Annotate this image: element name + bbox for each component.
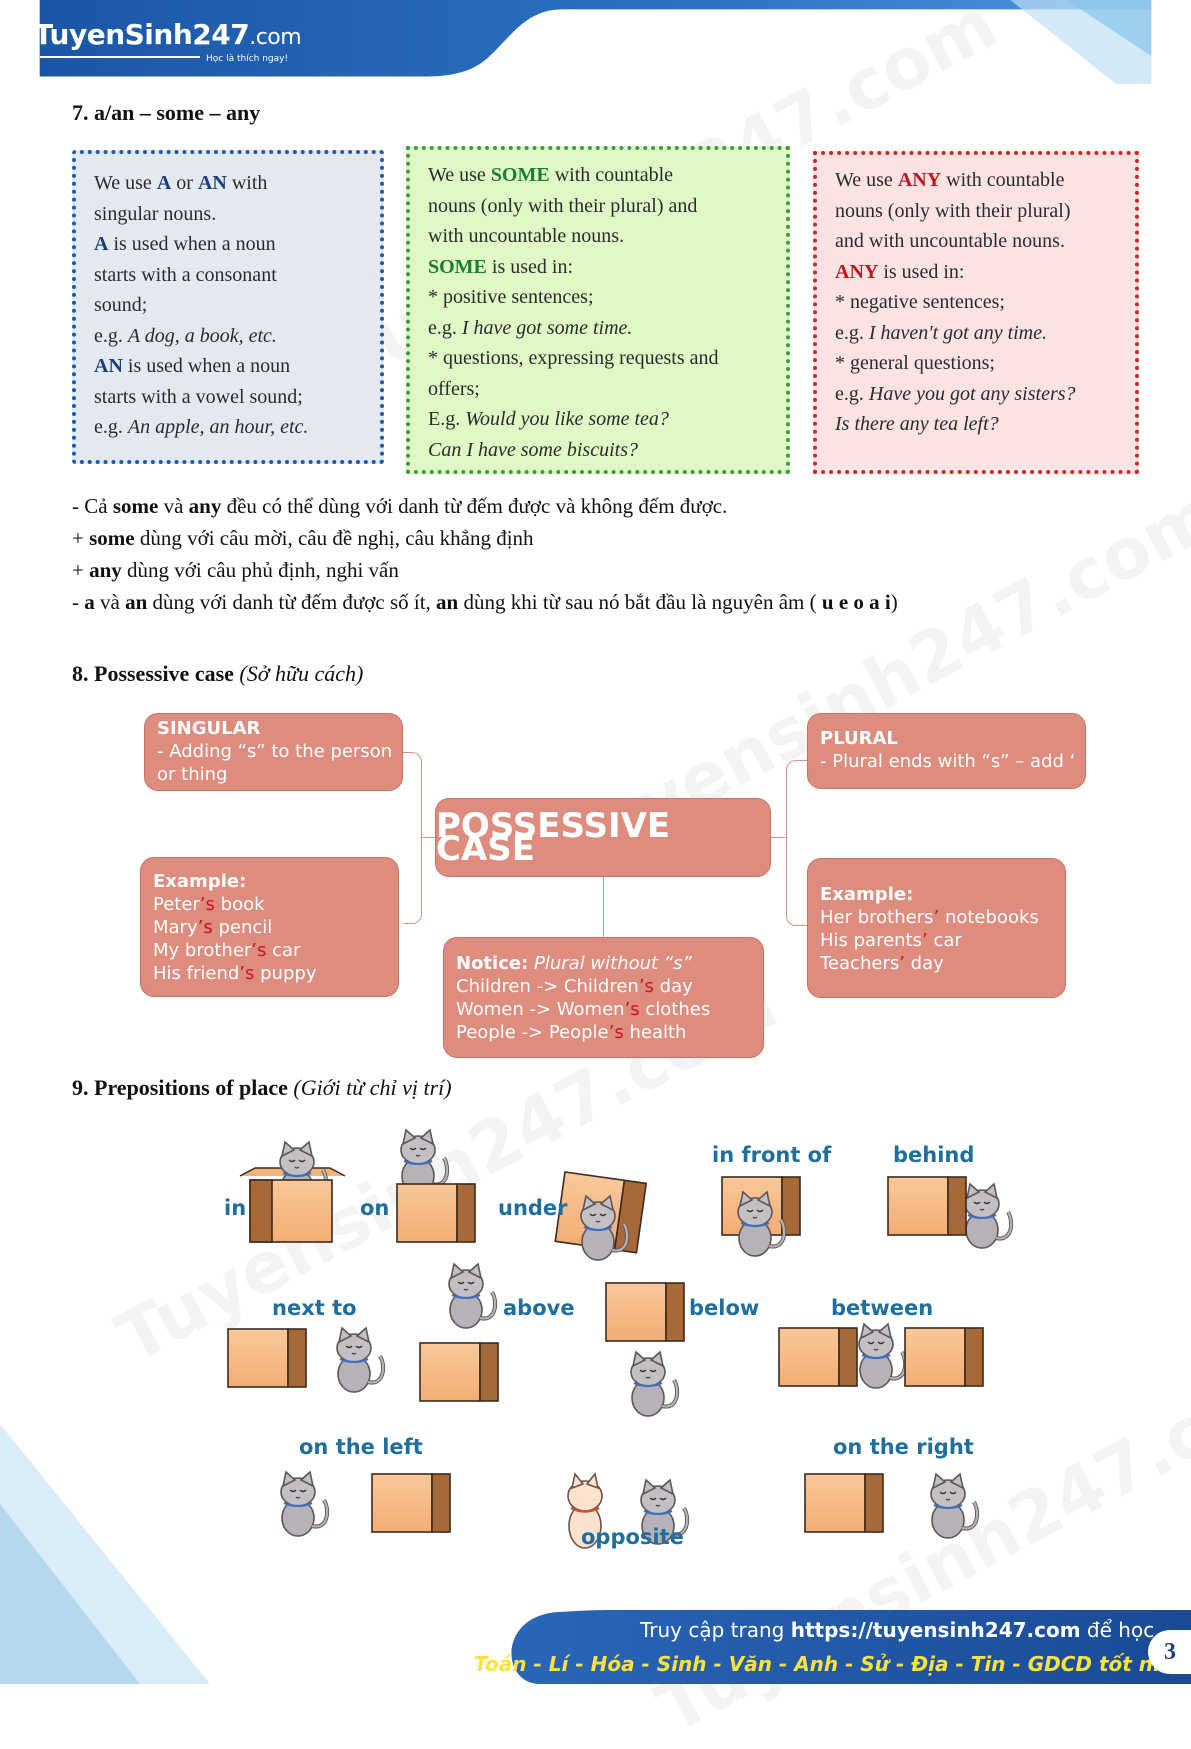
label-on-the-left: on the left: [299, 1435, 423, 1459]
text-line: offers;: [428, 377, 480, 400]
section-8-title: 8. Possessive case (Sở hữu cách): [72, 661, 364, 686]
footer-subjects-line: Toán - Lí - Hóa - Sinh - Văn - Anh - Sử …: [474, 1652, 1191, 1676]
text-line: + any dùng với câu phủ định, nghi vấn: [72, 558, 399, 582]
text-line: with uncountable nouns.: [428, 225, 625, 247]
label-on: on: [360, 1196, 390, 1220]
text-line: nouns (only with their plural) and: [428, 194, 698, 217]
text-line: A is used when a noun: [94, 233, 276, 255]
label-opposite: opposite: [581, 1525, 684, 1549]
text-line: SOME is used in:: [428, 255, 574, 278]
footer-banner: [0, 1424, 1191, 1684]
plural-heading: PLURAL: [820, 728, 898, 749]
notice-node: Notice: Plural without “s” Children -> C…: [443, 937, 764, 1058]
text-line: sound;: [94, 294, 148, 316]
text-line: Teachers’ day: [820, 953, 944, 974]
footer-url-link[interactable]: https://tuyensinh247.com: [790, 1618, 1081, 1642]
label-behind: behind: [893, 1143, 975, 1167]
text-line: e.g. I haven't got any time.: [835, 321, 1048, 344]
connector: [421, 837, 435, 838]
text-line: singular nouns.: [94, 202, 217, 225]
text-line: * negative sentences;: [835, 291, 1005, 313]
text-line: - a và an dùng với danh từ đếm được số í…: [72, 590, 898, 614]
some-rule-box: We use SOME with countable nouns (only wi…: [406, 146, 790, 474]
site-logo[interactable]: TuyenSinh247.com: [34, 18, 302, 51]
label-between: between: [831, 1296, 934, 1320]
plural-node: PLURAL - Plural ends with “s” – add ‘: [807, 713, 1086, 789]
text-line: + some dùng với câu mời, câu đề nghị, câ…: [72, 526, 534, 550]
text-line: E.g. Would you like some tea?: [428, 408, 669, 430]
section-9-title: 9. Prepositions of place (Giới từ chỉ vị…: [72, 1075, 452, 1100]
text-line: Mary’s pencil: [153, 917, 273, 938]
possessive-case-center-node: POSSESSIVE CASE: [435, 798, 771, 877]
text-line: nouns (only with their plural): [835, 199, 1071, 222]
text-line: His friend’s puppy: [153, 963, 317, 984]
text-line: We use ANY with countable: [835, 169, 1065, 191]
text-line: We use SOME with countable: [428, 164, 674, 186]
text-line: ANY is used in:: [835, 260, 965, 283]
label-next-to: next to: [272, 1296, 357, 1320]
text-line: Women -> Women’s clothes: [456, 999, 711, 1020]
text-line: e.g. I have got some time.: [428, 316, 633, 339]
connector: [603, 877, 604, 937]
label-below: below: [689, 1296, 760, 1320]
text-line: Can I have some biscuits?: [428, 438, 638, 461]
text-line: and with uncountable nouns.: [835, 230, 1065, 252]
a-an-rule-box: We use A or AN with singular nouns. A is u…: [72, 150, 384, 464]
text-line: People -> People’s health: [456, 1022, 687, 1043]
text-line: e.g. An apple, an hour, etc.: [94, 416, 309, 438]
page-number: 3: [1148, 1630, 1191, 1674]
text-line: e.g. A dog, a book, etc.: [94, 324, 277, 347]
singular-heading: SINGULAR: [157, 718, 261, 739]
text-line: Is there any tea left?: [835, 413, 999, 435]
connector: [786, 760, 807, 926]
text-line: * questions, expressing requests and: [428, 347, 719, 369]
logo-slogan: Học là thích ngay!: [206, 54, 289, 64]
label-in-front-of: in front of: [712, 1143, 832, 1167]
text-line: e.g. Have you got any sisters?: [835, 382, 1076, 405]
text-line: We use A or AN with: [94, 172, 268, 194]
any-rule-box: We use ANY with countable nouns (only wit…: [813, 151, 1139, 474]
text-line: starts with a consonant: [94, 263, 277, 286]
label-in: in: [224, 1196, 247, 1220]
label-under: under: [498, 1196, 568, 1220]
text-line: * general questions;: [835, 352, 995, 374]
text-line: AN is used when a noun: [94, 355, 291, 377]
text-line: - Cả some và any đều có thể dùng với dan…: [72, 494, 728, 518]
section-7-title: 7. a/an – some – any: [72, 100, 261, 125]
text-line: His parents’ car: [820, 930, 962, 951]
connector: [771, 837, 786, 838]
text-line: My brother’s car: [153, 940, 301, 961]
text-line: Children -> Children’s day: [456, 976, 693, 997]
footer-visit-line: Truy cập trang https://tuyensinh247.com …: [640, 1618, 1155, 1642]
logo-underline: [40, 56, 200, 58]
connector: [403, 752, 422, 924]
label-above: above: [503, 1296, 575, 1320]
usage-notes: - Cả some và any đều có thể dùng với dan…: [72, 490, 898, 618]
text-line: starts with a vowel sound;: [94, 385, 303, 408]
header-banner: [39, 0, 1152, 84]
text-line: Peter’s book: [153, 894, 265, 915]
label-on-the-right: on the right: [833, 1435, 974, 1459]
text-line: Her brothers’ notebooks: [820, 907, 1039, 928]
singular-node: SINGULAR - Adding “s” to the person or t…: [144, 713, 403, 791]
text-line: * positive sentences;: [428, 286, 594, 308]
